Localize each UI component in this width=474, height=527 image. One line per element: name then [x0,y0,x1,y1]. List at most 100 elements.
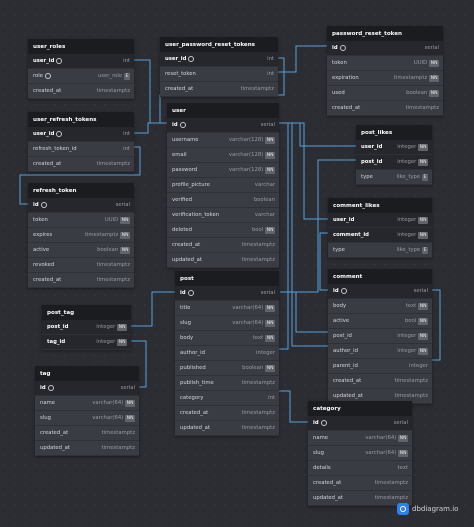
table-header[interactable]: refresh_token [28,183,134,198]
field-name: user_id [361,144,383,150]
table-header[interactable]: comment [328,269,432,284]
table-header[interactable]: category [308,401,412,416]
table-header[interactable]: post_likes [356,125,432,140]
field-type: serial [260,122,275,128]
table-header[interactable]: user_refresh_tokens [28,112,134,127]
table-header[interactable]: post [175,271,279,286]
table-header[interactable]: user_roles [28,39,134,54]
table-header[interactable]: post_tag [42,305,131,320]
table-header[interactable]: comment_likes [328,198,432,213]
field-name: id [333,288,339,294]
field-name: updated_at [313,495,343,501]
constraint-badge: NN [265,136,275,144]
field-name: post_id [47,324,69,330]
table-header[interactable]: user_password_reset_tokens [160,37,278,52]
table-header[interactable]: password_reset_token [327,26,443,41]
table-header[interactable]: user [167,103,279,118]
dbdiagram-logo[interactable]: dbdiagram.io [397,503,458,515]
field-type: integer [96,324,116,330]
table-header[interactable]: tag [35,366,139,381]
